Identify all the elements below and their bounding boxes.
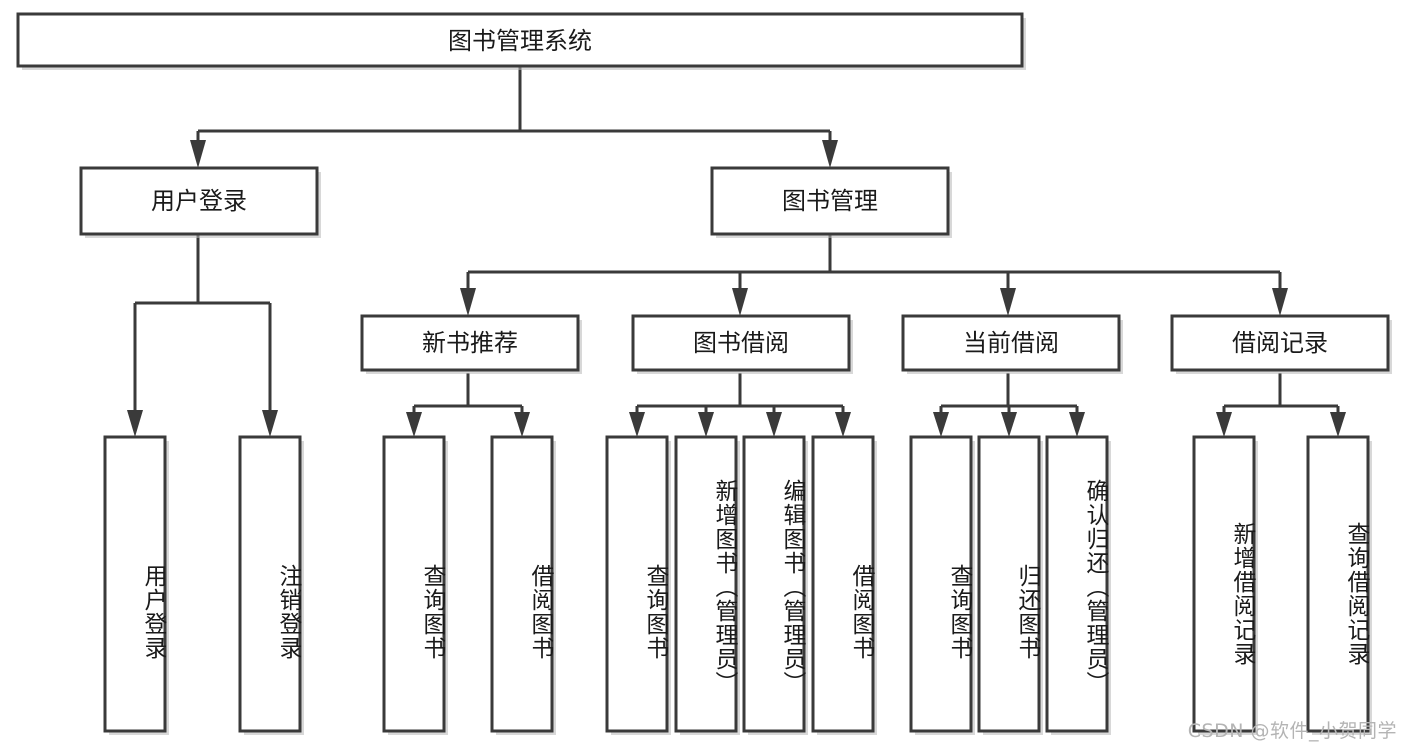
leaf-node-current-borrow-2[interactable] (1045, 435, 1111, 735)
arrow-head-leaf-borrowrecord-0 (1216, 412, 1232, 437)
leaf-node-user-login-1[interactable] (238, 435, 304, 735)
arrow-head-leaf-bookborrow-3 (835, 412, 851, 437)
leaf-node-book-borrow-0[interactable] (605, 435, 671, 735)
arrow-head-book-manage (822, 140, 838, 168)
arrow-head-leaf-bookborrow-2 (766, 412, 782, 437)
leaf-group-book-borrow (605, 435, 877, 735)
leaf-node-borrow-record-1[interactable] (1306, 435, 1372, 735)
arrow-head-current-borrow (1000, 288, 1016, 316)
arrow-head-leaf-newbook-0 (406, 412, 422, 437)
node-new-book-recommend[interactable]: 新书推荐 (360, 314, 582, 374)
leaf-group-borrow-record (1192, 435, 1372, 735)
arrow-head-leaf-newbook-1 (514, 412, 530, 437)
leaf-group-user-login (103, 435, 304, 735)
leaf-node-book-borrow-3[interactable] (811, 435, 877, 735)
leaf-node-borrow-record-0[interactable] (1192, 435, 1258, 735)
leaf-node-book-borrow-1[interactable] (674, 435, 740, 735)
connector-group-borrow-record (1216, 373, 1346, 437)
leaf-node-user-login-0[interactable] (103, 435, 169, 735)
node-current-borrow[interactable]: 当前借阅 (901, 314, 1123, 374)
leaf-node-new-book-1[interactable] (490, 435, 556, 735)
node-root-label: 图书管理系统 (448, 27, 592, 55)
arrow-head-borrow-record (1272, 288, 1288, 316)
leaf-node-current-borrow-1[interactable] (977, 435, 1043, 735)
arrow-head-leaf-user-login-1 (262, 410, 278, 437)
arrow-head-book-borrow (732, 288, 748, 316)
node-current-borrow-label: 当前借阅 (963, 329, 1059, 357)
arrow-head-leaf-currentborrow-0 (933, 412, 949, 437)
node-book-borrow-label: 图书借阅 (693, 329, 789, 357)
node-root[interactable]: 图书管理系统 (16, 12, 1026, 70)
node-book-manage-label: 图书管理 (782, 187, 878, 215)
leaf-node-new-book-0[interactable] (382, 435, 448, 735)
arrow-head-leaf-borrowrecord-1 (1330, 412, 1346, 437)
arrow-head-leaf-bookborrow-1 (698, 412, 714, 437)
arrow-head-leaf-bookborrow-0 (629, 412, 645, 437)
connector-group-current-borrow (933, 373, 1085, 437)
arrow-head-new-book (460, 288, 476, 316)
node-book-borrow[interactable]: 图书借阅 (631, 314, 853, 374)
arrow-head-leaf-currentborrow-1 (1001, 412, 1017, 437)
node-user-login-label: 用户登录 (151, 187, 247, 215)
arrow-head-user-login (190, 140, 206, 168)
node-book-manage[interactable]: 图书管理 (710, 166, 952, 238)
node-user-login[interactable]: 用户登录 (79, 166, 321, 238)
connector-group-root (190, 66, 838, 168)
node-borrow-record-label: 借阅记录 (1232, 329, 1328, 357)
connector-group-new-book (406, 373, 530, 437)
leaf-node-current-borrow-0[interactable] (909, 435, 975, 735)
connector-group-book-manage (460, 234, 1288, 316)
leaf-group-new-book-recommend (382, 435, 556, 735)
leaf-group-current-borrow (909, 435, 1111, 735)
connector-group-book-borrow (629, 373, 851, 437)
connector-group-user-login (127, 234, 278, 437)
arrow-head-leaf-user-login-0 (127, 410, 143, 437)
watermark-text: CSDN @软件_小贺同学 (1187, 720, 1397, 742)
leaf-node-book-borrow-2[interactable] (742, 435, 808, 735)
node-borrow-record[interactable]: 借阅记录 (1170, 314, 1392, 374)
arrow-head-leaf-currentborrow-2 (1069, 412, 1085, 437)
node-new-book-recommend-label: 新书推荐 (422, 329, 518, 357)
